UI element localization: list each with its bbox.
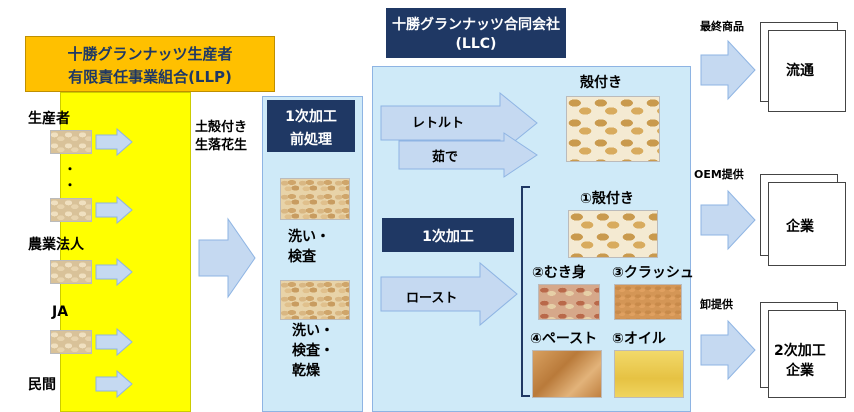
output-arrow-oem <box>700 189 756 251</box>
producer-minkan: 民間 <box>28 377 56 393</box>
producer-arrow-5 <box>95 369 133 399</box>
company-label: 企業 <box>786 219 814 235</box>
pre-process-title: 1次加工 前処理 <box>267 100 355 152</box>
llp-title-line2: 有限責任事業組合(LLP) <box>68 68 232 86</box>
producer-arrow-3 <box>95 257 133 287</box>
dry-line1: 洗い・ <box>292 323 334 339</box>
producer-seisansha: 生産者 <box>28 111 70 127</box>
dry-line2: 検査・ <box>292 343 334 359</box>
llc-title-line1: 十勝グランナッツ合同会社 <box>392 17 560 33</box>
peanut-photo-2 <box>50 198 92 222</box>
product-4: ④ペースト <box>530 331 598 347</box>
retort-arrow <box>380 91 538 155</box>
product-3-photo <box>614 284 682 320</box>
primary-process-label: 1次加工 <box>422 229 474 245</box>
llp-header: 十勝グランナッツ生産者 有限責任事業組合(LLP) <box>25 36 275 92</box>
producer-arrow-2 <box>95 195 133 225</box>
product-2: ②むき身 <box>532 265 586 281</box>
dry-line3: 乾燥 <box>292 363 320 379</box>
primary-process-title: 1次加工 <box>382 218 514 252</box>
product-1: ①殻付き <box>580 191 634 207</box>
secondary-line2: 企業 <box>786 363 814 379</box>
input-label-line2: 生落花生 <box>195 138 248 153</box>
roast-label: ロースト <box>406 291 458 306</box>
producer-arrow-4 <box>95 327 133 357</box>
boil-label: 茹で <box>432 150 459 165</box>
output-arrow-wholesale <box>700 319 756 381</box>
product-2-photo <box>538 284 600 320</box>
llp-title-line1: 十勝グランナッツ生産者 <box>67 45 233 63</box>
washed-peanut-photo <box>280 178 350 220</box>
producer-ja: JA <box>52 304 69 320</box>
roast-arrow <box>380 261 518 327</box>
wash-line1: 洗い・ <box>288 229 330 245</box>
doc-front-2 <box>768 182 846 266</box>
llc-title-line2: (LLC) <box>455 36 497 52</box>
doc-front-1 <box>768 30 846 112</box>
output-arrow-distribution <box>700 39 756 101</box>
doc-front-3 <box>768 310 846 398</box>
product-5: ⑤オイル <box>612 331 666 347</box>
dot-2: ・ <box>64 178 77 192</box>
product-3: ③クラッシュ <box>612 265 694 281</box>
peanut-photo-3 <box>50 260 92 284</box>
wash-line2: 検査 <box>288 249 316 265</box>
final-product-label: 最終商品 <box>700 20 744 33</box>
distribution-label: 流通 <box>786 63 814 79</box>
producer-nougyou: 農業法人 <box>28 237 84 253</box>
products-bracket <box>521 186 530 397</box>
pre-process-title-line1: 1次加工 <box>285 109 337 125</box>
producer-arrow-1 <box>95 127 133 157</box>
dot-1: ・ <box>64 162 77 176</box>
peanut-photo-4 <box>50 330 92 354</box>
product-1-photo <box>568 210 658 258</box>
secondary-line1: 2次加工 <box>774 343 826 359</box>
oem-label: OEM提供 <box>694 168 744 181</box>
boil-arrow <box>398 132 538 178</box>
retort-label: レトルト <box>412 116 465 131</box>
product-5-photo <box>614 350 684 398</box>
product-4-photo <box>532 350 602 398</box>
product-shelled-top: 殻付き <box>580 75 622 91</box>
shelled-top-photo <box>566 96 660 162</box>
llc-header: 十勝グランナッツ合同会社 (LLC) <box>386 8 566 58</box>
pre-process-title-line2: 前処理 <box>290 132 332 148</box>
wholesale-label: 卸提供 <box>700 298 733 311</box>
dried-peanut-photo <box>280 280 350 320</box>
main-arrow-to-preprocess <box>198 217 256 299</box>
input-label-line1: 土殻付き <box>195 120 248 135</box>
peanut-photo-1 <box>50 130 92 154</box>
